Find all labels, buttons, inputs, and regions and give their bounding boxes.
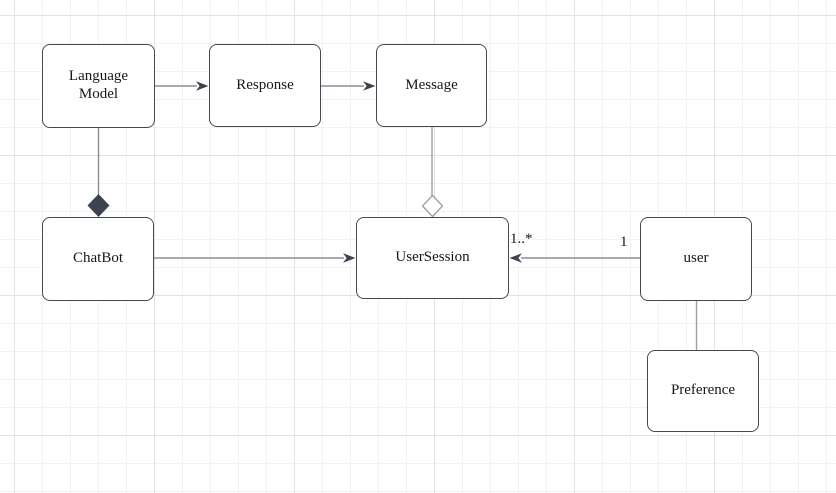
connector-languagemodel-response[interactable] xyxy=(155,81,209,91)
node-label: Response xyxy=(236,76,294,93)
node-response[interactable]: Response xyxy=(209,44,321,127)
node-label: ChatBot xyxy=(72,250,123,267)
node-user[interactable]: user xyxy=(640,217,752,301)
node-label: Message xyxy=(405,76,458,93)
connector-chatbot-usersession[interactable] xyxy=(154,253,356,263)
node-language-model[interactable]: Language Model xyxy=(42,44,155,128)
node-label: UserSession xyxy=(395,249,470,266)
node-preference[interactable]: Preference xyxy=(647,350,759,432)
connector-message-usersession[interactable] xyxy=(421,127,444,218)
arrowhead-left-icon xyxy=(509,253,522,263)
multiplicity-label-usersession: 1..* xyxy=(510,231,533,247)
connector-response-message[interactable] xyxy=(321,81,376,91)
filled-diamond-icon xyxy=(87,194,110,217)
node-label: user xyxy=(683,250,709,267)
open-diamond-icon xyxy=(421,194,444,218)
connector-user-usersession[interactable] xyxy=(509,253,641,263)
node-chatbot[interactable]: ChatBot xyxy=(42,217,154,301)
node-label: Preference xyxy=(670,382,736,399)
multiplicity-label-user: 1 xyxy=(620,234,628,250)
node-message[interactable]: Message xyxy=(376,44,487,127)
node-user-session[interactable]: UserSession xyxy=(356,217,509,299)
connector-languagemodel-chatbot[interactable] xyxy=(87,128,110,217)
arrowhead-right-icon xyxy=(343,253,356,263)
arrowhead-right-icon xyxy=(196,81,209,91)
arrowhead-right-icon xyxy=(363,81,376,91)
node-label: Language Model xyxy=(68,68,129,102)
